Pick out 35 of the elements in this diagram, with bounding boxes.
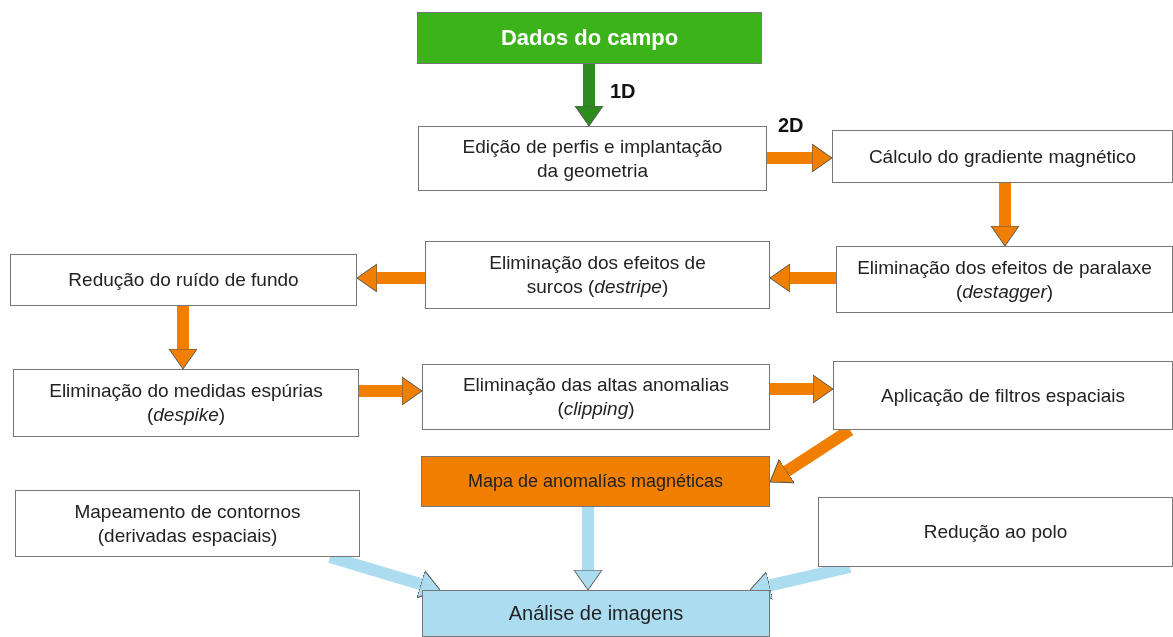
process-box	[13, 369, 359, 437]
box-text: Eliminação dos efeitos de paralaxe (destagger)	[856, 255, 1153, 304]
process-box	[836, 246, 1173, 313]
box-text: Análise de imagens	[508, 601, 684, 626]
output-box	[422, 590, 770, 637]
block-arrow	[574, 64, 604, 127]
start-box	[417, 12, 762, 64]
block-arrow	[573, 507, 603, 591]
process-box	[818, 497, 1173, 567]
box-text: Cálculo do gradiente magnético	[868, 144, 1137, 169]
process-box	[833, 361, 1173, 430]
process-box	[425, 241, 770, 309]
box-text: Mapa de anomalías magnéticas	[467, 470, 724, 493]
box-text: Eliminação do medidas espúrias (despike)	[48, 379, 324, 427]
process-box	[15, 490, 360, 557]
box-text: Redução ao polo	[923, 520, 1068, 544]
box-text: Dados do campo	[500, 24, 679, 52]
block-arrow	[990, 183, 1020, 247]
box-text: Eliminação dos efeitos de surcos (destripe)	[488, 251, 707, 299]
block-arrow	[359, 376, 423, 406]
box-text: Edição de perfis e implantação da geometria	[461, 134, 724, 183]
process-box	[418, 126, 767, 191]
process-box	[832, 130, 1173, 183]
box-text: Aplicação de filtros espaciais	[881, 383, 1125, 408]
block-arrow	[769, 263, 836, 293]
result-box	[421, 456, 770, 507]
block-arrow	[770, 374, 834, 404]
process-box	[422, 364, 770, 430]
block-arrow	[356, 263, 425, 293]
process-box	[10, 254, 357, 306]
box-text: Eliminação das altas anomalias (clipping)	[461, 373, 731, 421]
box-text: Redução do ruído de fundo	[68, 268, 299, 292]
block-arrow	[767, 143, 833, 173]
block-arrow	[168, 306, 198, 370]
box-text: Mapeamento de contornos (derivadas espaciais)	[73, 499, 302, 548]
